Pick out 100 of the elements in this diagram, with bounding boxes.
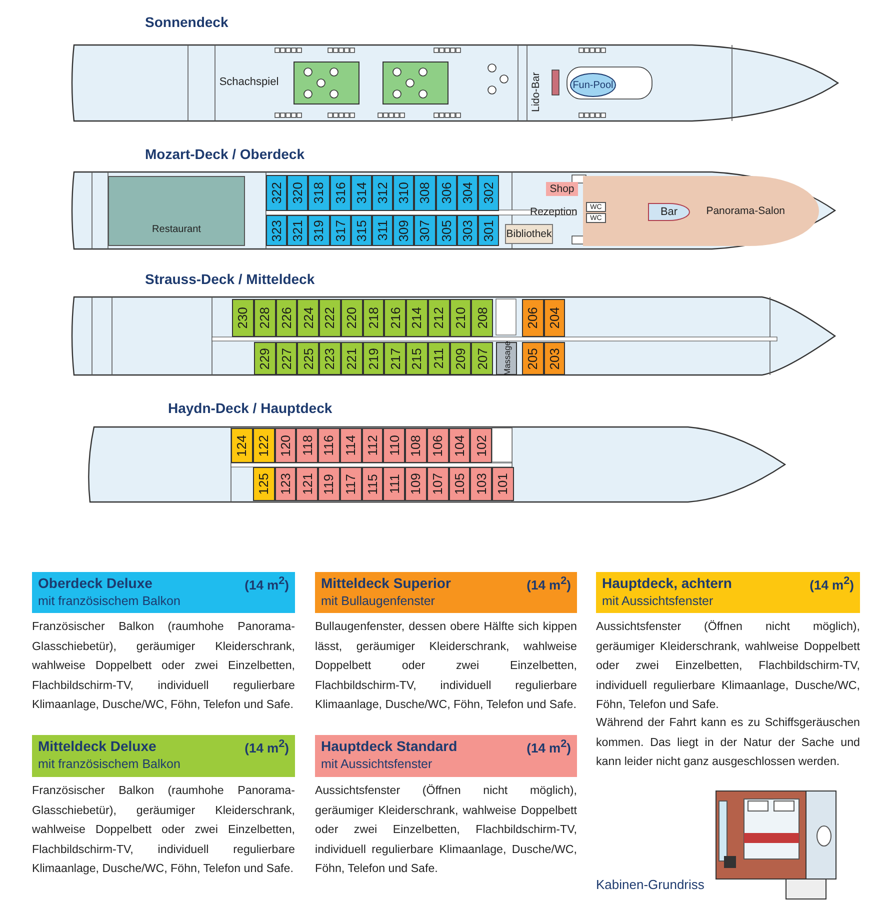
cabin: 111	[383, 467, 405, 501]
cabin-description: Aussichtsfenster (Öffnen nicht möglich), geräumiger Kleiderschrank, wahlweise Doppelbett oder zwei Einzelbetten, Flachbildschirm-TV, individuell regulierbare Klimaanlage, Dusche/WC, Föhn, Telefon und Safe.	[596, 619, 860, 714]
drawing-caption: Kabinen-Grundriss	[596, 877, 706, 892]
cabin: 302	[478, 175, 500, 211]
cabin: 323	[266, 215, 288, 246]
room-label: Rezeption	[530, 206, 578, 218]
library-room: Bibliothek	[505, 224, 553, 244]
cabin: 311	[372, 215, 394, 246]
cabin: 318	[308, 175, 330, 211]
cabin: 226	[276, 299, 298, 337]
cabin-size: (14 m$^{2}$)	[244, 738, 289, 756]
cabin: 320	[287, 175, 308, 211]
cabin: 221	[340, 342, 362, 375]
cabin: 118	[296, 428, 318, 463]
cabin: 218	[362, 299, 384, 337]
cabin: 102	[470, 428, 492, 463]
cabin: 312	[372, 175, 394, 211]
cabin-description: Französischer Balkon (raumhohe Panorama-Glasschiebetür), geräumiger Kleiderschrank, wahlweise Doppelbett oder zwei Einzelbetten, Flachbildschirm-TV, individuell regulierbare Klimaanlage, Dusche/WC, Föhn, Telefon und Safe.	[32, 619, 295, 714]
cabin: 223	[319, 342, 341, 375]
category-title: Hauptdeck, achtern	[602, 575, 732, 591]
cabin: 219	[362, 342, 384, 375]
cabin: 101	[492, 467, 514, 501]
restaurant-area: Restaurant	[108, 176, 245, 246]
cabin: 124	[231, 428, 253, 463]
category-subtitle: mit Aussichtsfenster	[321, 757, 432, 771]
cabin: 115	[362, 467, 384, 501]
cabin-description: Während der Fahrt kann es zu Schiffsgeräuschen kommen. Das liegt in der Natur der Sache und kann leider nicht ganz ausgeschlossen werden.	[596, 715, 860, 770]
category-subtitle: mit Aussichtsfenster	[602, 594, 714, 608]
cabin: 212	[428, 299, 450, 337]
cabin: 122	[252, 428, 274, 463]
area-label: Schachspiel	[219, 76, 279, 88]
category-subtitle: mit Bullaugenfenster	[321, 594, 435, 608]
cabin: 114	[340, 428, 362, 463]
cabin: 217	[384, 342, 406, 375]
cabin: 107	[426, 467, 448, 501]
cabin: 104	[448, 428, 470, 463]
cabin: Massage	[496, 342, 517, 375]
cabin: 310	[393, 175, 414, 211]
cabin: 207	[471, 342, 493, 375]
cabin-description: Bullaugenfenster, dessen obere Hälfte sich kippen lässt, geräumiger Kleiderschrank, wahlweise Doppelbett oder zwei Einzelbetten, Flachbildschirm-TV, individuell regulierbare Klimaanlage, Dusche/WC, Föhn, Telefon und Safe.	[315, 619, 577, 714]
bar-label: Lido-Bar	[530, 71, 543, 114]
cabin: 203	[544, 342, 565, 375]
cabin: 228	[254, 299, 276, 337]
cabin: 208	[471, 299, 493, 337]
cabin: 222	[319, 299, 341, 337]
cabin: 309	[393, 215, 414, 246]
cabin-size: (14 m$^{2}$)	[810, 575, 854, 592]
deck-title: Sonnendeck	[145, 14, 228, 30]
category-subtitle: mit französischem Balkon	[38, 757, 180, 771]
cabin: 210	[450, 299, 472, 337]
room-label: Panorama-Salon	[706, 205, 785, 217]
cabin: 105	[448, 467, 470, 501]
cabin: 315	[350, 215, 372, 246]
deck-title: Haydn-Deck / Hauptdeck	[168, 400, 332, 416]
cabin: 209	[450, 342, 472, 375]
category-title: Hauptdeck Standard	[321, 738, 458, 754]
cabin: 108	[405, 428, 427, 463]
category-title: Mitteldeck Superior	[321, 575, 451, 591]
cabin: 229	[254, 342, 276, 375]
cabin: 225	[297, 342, 319, 375]
category-title: Oberdeck Deluxe	[38, 575, 152, 591]
cabin: 206	[522, 299, 544, 337]
category-title: Mitteldeck Deluxe	[38, 738, 156, 754]
cabin-description: Aussichtsfenster (Öffnen nicht möglich), geräumiger Kleiderschrank, wahlweise Doppelbett oder zwei Einzelbetten, Flachbildschirm-TV, individuell regulierbare Klimaanlage, Dusche/WC, Föhn, Telefon und Safe.	[315, 783, 577, 878]
cabin: 314	[350, 175, 372, 211]
cabin: 103	[470, 467, 492, 501]
cabin-size: (14 m$^{2}$)	[244, 575, 289, 592]
cabin: 321	[287, 215, 308, 246]
cabin: 322	[266, 175, 288, 211]
deck-title: Mozart-Deck / Oberdeck	[145, 146, 304, 162]
bar-counter: Bar	[648, 203, 690, 221]
cabin: 214	[406, 299, 428, 337]
cabin: 317	[330, 215, 351, 246]
cabin: 304	[456, 175, 478, 211]
cabin: 204	[544, 299, 565, 337]
cabin: 216	[384, 299, 406, 337]
cabin: 227	[276, 342, 298, 375]
cabin: 123	[274, 467, 296, 501]
deck-title: Strauss-Deck / Mitteldeck	[145, 271, 315, 287]
cabin: 205	[522, 342, 544, 375]
cabin: 306	[436, 175, 457, 211]
cabin-description: Französischer Balkon (raumhohe Panorama-Glasschiebetür), geräumiger Kleiderschrank, wahlweise Doppelbett oder zwei Einzelbetten, Flachbildschirm-TV, individuell regulierbare Klimaanlage, Dusche/WC, Föhn, Telefon und Safe.	[32, 783, 295, 878]
cabin: 110	[383, 428, 405, 463]
cabin: 308	[414, 175, 436, 211]
cabin: 215	[406, 342, 428, 375]
cabin: 303	[456, 215, 478, 246]
cabin: 119	[318, 467, 340, 501]
cabin: 109	[405, 467, 427, 501]
cabin: 125	[252, 467, 274, 501]
cabin: 307	[414, 215, 436, 246]
cabin: 305	[436, 215, 457, 246]
cabin: 120	[274, 428, 296, 463]
cabin: 112	[362, 428, 384, 463]
cabin: 220	[340, 299, 362, 337]
category-subtitle: mit französischem Balkon	[38, 594, 180, 608]
cabin: 116	[318, 428, 340, 463]
cabin: 224	[297, 299, 319, 337]
cabin: 319	[308, 215, 330, 246]
cabin: 230	[232, 299, 254, 337]
cabin-size: (14 m$^{2}$)	[526, 738, 571, 756]
